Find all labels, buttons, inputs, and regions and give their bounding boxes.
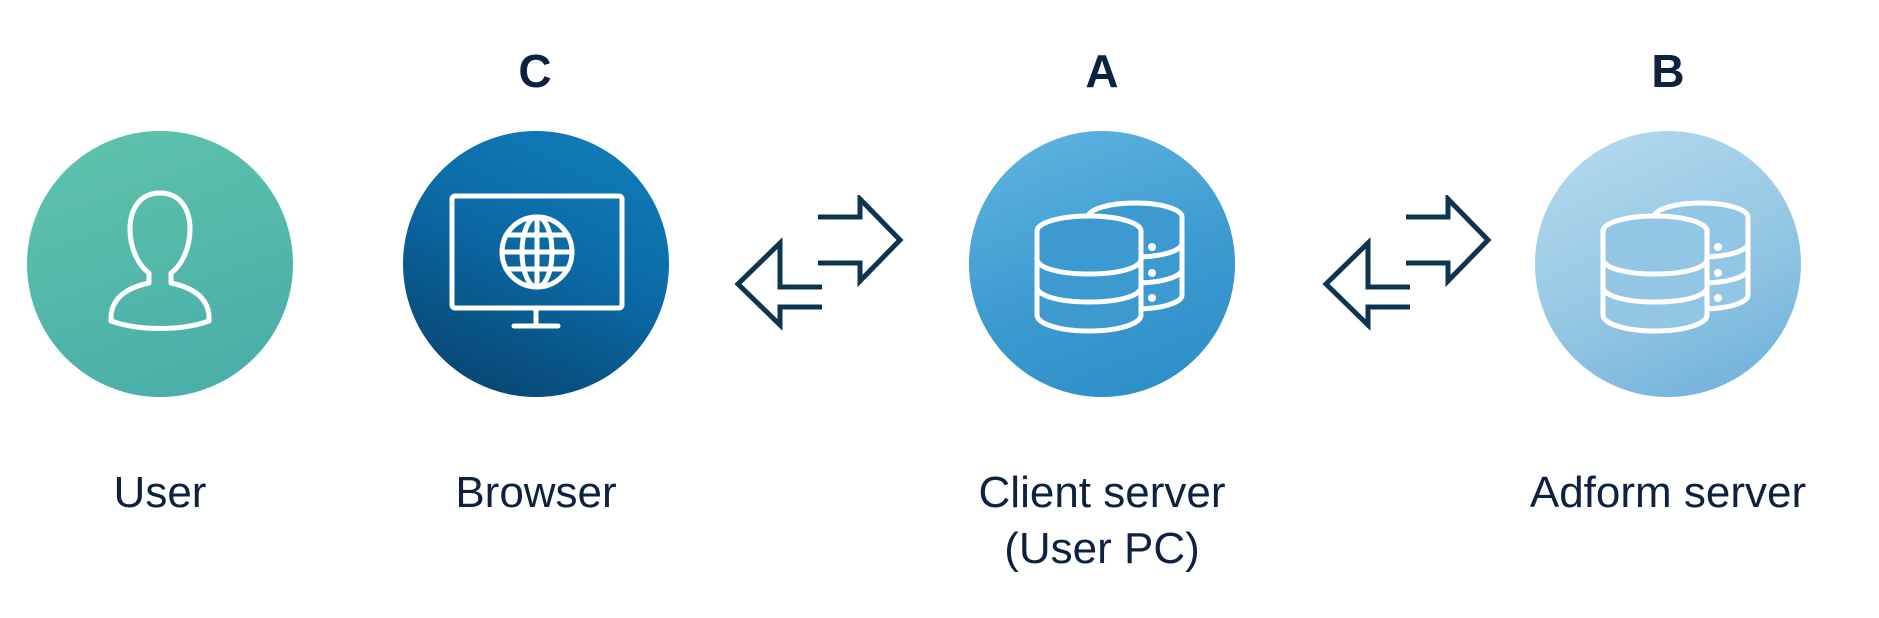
user-label: User bbox=[0, 465, 330, 521]
client-letter: A bbox=[1085, 45, 1119, 97]
bidirectional-arrows-icon bbox=[734, 195, 904, 331]
client-label-line-2: (User PC) bbox=[1004, 524, 1200, 573]
database-stack-icon bbox=[1600, 200, 1751, 334]
adform-label: Adform server bbox=[1498, 465, 1838, 521]
client-label-line-1: Client server bbox=[978, 468, 1226, 517]
client-circle bbox=[969, 131, 1235, 397]
bidirectional-arrows-icon bbox=[1322, 195, 1492, 331]
user-label-line-1: User bbox=[113, 468, 207, 517]
browser-letter: C bbox=[518, 45, 552, 97]
adform-label-line-1: Adform server bbox=[1529, 468, 1807, 517]
user-icon bbox=[108, 190, 212, 331]
database-stack-icon bbox=[1034, 200, 1185, 334]
monitor-globe-icon bbox=[449, 193, 625, 329]
adform-circle bbox=[1535, 131, 1801, 397]
browser-circle bbox=[403, 131, 669, 397]
user-circle bbox=[27, 131, 293, 397]
browser-label: Browser bbox=[366, 465, 706, 521]
adform-letter: B bbox=[1651, 45, 1685, 97]
browser-label-line-1: Browser bbox=[455, 468, 617, 517]
client-label: Client server (User PC) bbox=[932, 465, 1272, 577]
